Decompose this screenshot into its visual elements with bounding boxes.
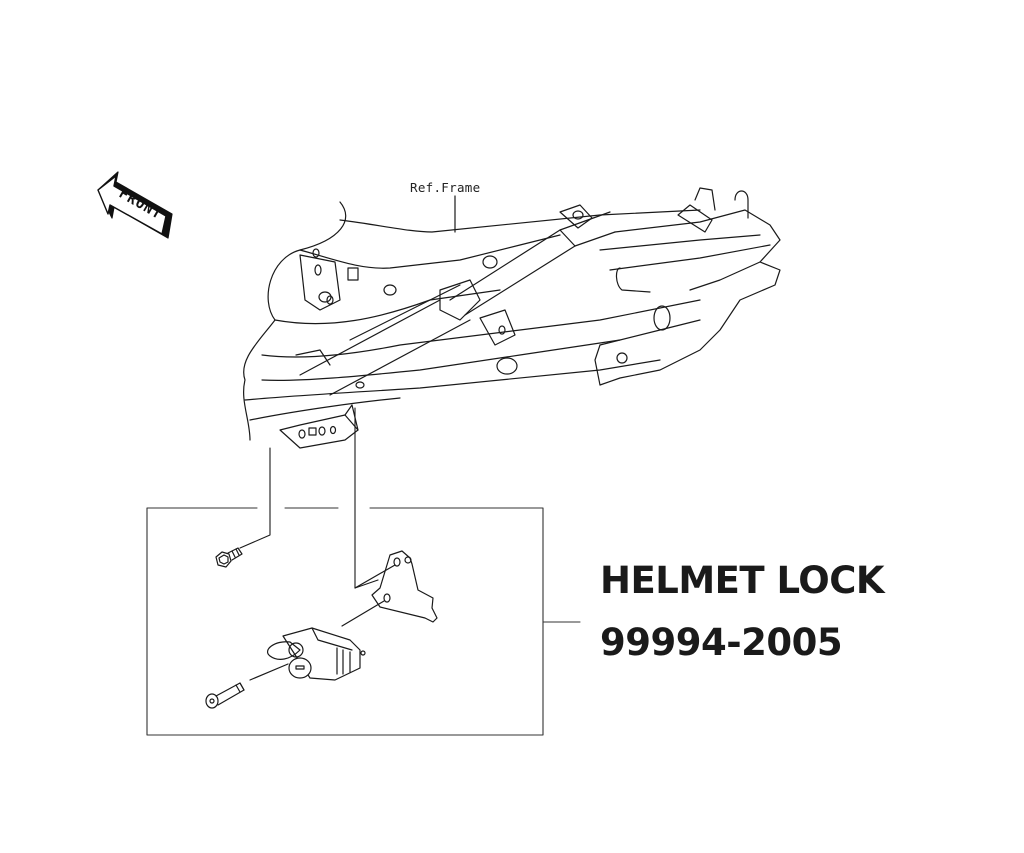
countersunk-screw-icon	[205, 663, 289, 709]
front-arrow-icon: FRONT	[97, 171, 173, 239]
frame-drawing	[243, 187, 781, 449]
part-number: 99994-2005	[600, 621, 843, 664]
part-title: HELMET LOCK	[600, 559, 885, 602]
helmet-lock-icon	[267, 627, 366, 681]
callout-box	[146, 507, 581, 736]
bracket-plate-icon	[341, 550, 438, 627]
reference-frame-label: Ref.Frame	[410, 180, 481, 195]
flange-bolt-icon	[215, 547, 243, 568]
